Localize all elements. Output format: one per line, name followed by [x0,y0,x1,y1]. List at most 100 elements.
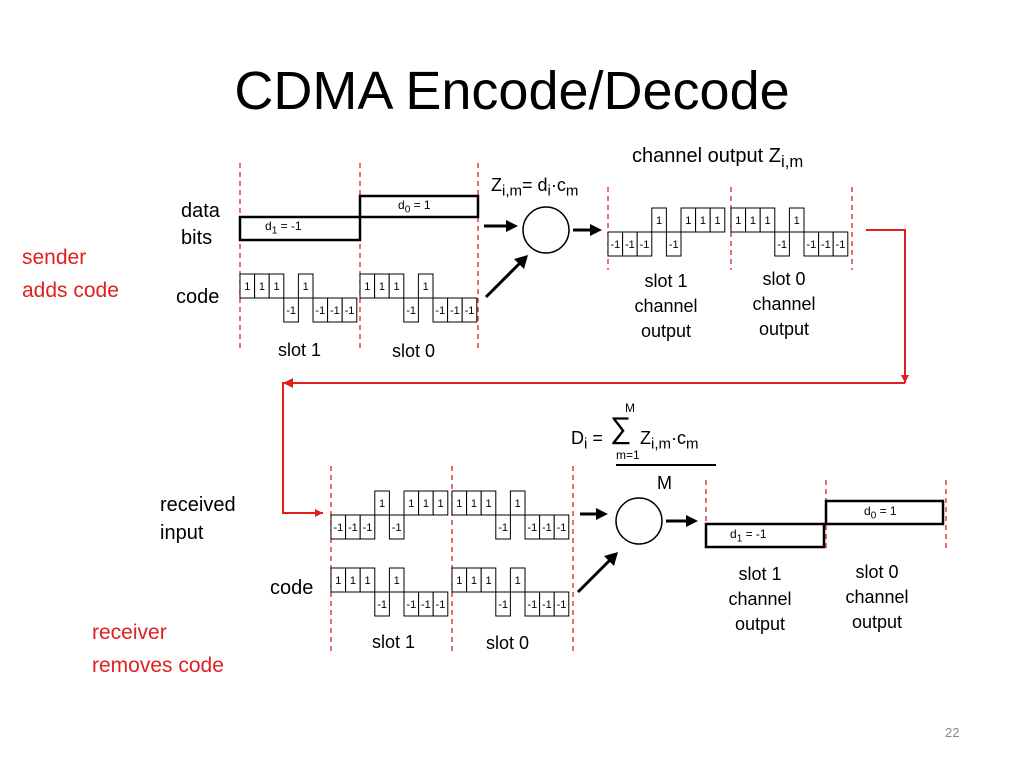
sender-bit-d0-subscript: 0 [404,204,411,216]
connector-left-arrowhead [283,378,293,388]
sender-code-slot1-chip-7 [341,297,358,323]
decode-equals: = [587,428,603,448]
channel-output-slot1-chip-7 [709,207,726,233]
receiver-code-to-multiplier-arrow [576,558,612,594]
page-title: CDMA Encode/Decode [234,61,790,121]
receiver-slot1-output-label: slot 1 channel output [710,562,810,638]
receiver-code-slot0-chip-label-3: -1 [498,599,508,611]
receiver-code-slot0-chip-3 [495,591,511,617]
receiver-code-slot1-chip-label-1: 1 [350,575,356,587]
receiver-slot0-output-line2: channel [845,587,909,608]
received-slot0-chip-label-2: 1 [485,498,491,510]
receiver-code-slot1-chip-label-5: -1 [406,599,416,611]
slot1-output-line1: slot 1 [644,271,688,291]
sender-code-slot1-chip-label-1: 1 [259,281,265,293]
sender-code-slot0-chip-label-2: 1 [393,281,399,293]
receiver-bit-d1-box [704,522,826,549]
received-slot0-chip-label-3: -1 [498,522,508,534]
receiver-bit-d0-subscript: 0 [870,510,877,522]
channel-output-slot1-chip-label-5: 1 [685,215,691,227]
receiver-slot1-output-line1: slot 1 [738,564,782,584]
received-slot1-chip-label-6: 1 [423,498,429,510]
sum-lower-limit: m=1 [616,448,640,462]
received-slot1-chip-label-7: 1 [437,498,443,510]
receiver-code-slot1-chip-3 [374,591,390,617]
sender-bit-d0-box [358,194,480,219]
channel-output-slot0-chip-7 [832,231,849,257]
sender-code-slot0-chip-label-0: 1 [364,281,370,293]
data-to-multiplier-arrowhead [506,220,518,232]
sender-code-slot0-chip-7 [461,297,478,323]
sender-code-slot1-chip-label-5: -1 [315,305,325,317]
receiver-slot0-output-label: slot 0 channel output [827,560,927,636]
channel-output-subscript: i,m [781,152,804,171]
sender-code-slot1-chip-label-7: -1 [345,305,355,317]
multiplier-to-channel-arrowhead [590,224,602,236]
received-input-label: received input [160,491,236,547]
sender-bit-d0-value: = 1 [410,198,431,212]
received-slot1-chip-label-3: 1 [379,498,385,510]
channel-output-slot0-chip-label-6: -1 [821,239,831,251]
receiver-code-label: code [270,577,314,599]
formula-dot: · [550,175,557,195]
channel-output-slot1-chip-label-7: 1 [714,215,720,227]
channel-output-slot1-chip-2 [636,231,653,257]
receiver-code-slot0-chip-label-2: 1 [485,575,491,587]
sender-code-slot0-chip-2 [388,273,405,299]
received-slot0-chip-4 [509,490,526,516]
receiver-code-slot0-chip-label-0: 1 [456,575,462,587]
page-number: 22 [945,725,960,740]
decode-c-subscript: m [686,435,699,453]
code-to-multiplier-arrow [484,261,522,299]
data-bits-label-line1: data [181,200,220,222]
channel-output-slot0-chip-label-5: -1 [806,239,816,251]
multiplier-to-output-arrowhead [686,515,698,527]
sender-code-slot1-chip-3 [283,297,299,323]
received-input-line2: input [160,522,204,544]
receiver-slot1-output-line3: output [734,614,786,635]
received-slot0-chip-label-7: -1 [557,522,567,534]
sum-upper-limit: M [625,401,635,415]
sender-code-slot0-chip-label-3: -1 [406,305,416,317]
sender-label: sender adds code [22,242,119,307]
slot1-output-line2: channel [634,296,698,317]
sender-bit-d1-label: d1 = -1 [265,219,302,236]
receiver-code-slot1-chip-4 [388,567,405,593]
channel-output-slot0-chip-3 [774,231,790,257]
channel-output-slot0-chip-label-1: 1 [750,215,756,227]
received-slot0-chip-2 [480,490,497,516]
channel-output-slot1-chip-label-3: 1 [656,215,662,227]
sender-slot1-label: slot 1 [278,340,322,360]
decode-d-subscript: i [584,435,588,453]
formula-c: c [556,175,566,195]
receiver-label-line2: removes code [92,653,224,677]
formula-d-subscript: i [547,182,551,200]
received-slot0-chip-3 [495,514,511,540]
slot0-output-line3: output [758,319,810,340]
receiver-bit-d1-symbol: d [730,527,737,541]
receiver-code-slot0-chip-4 [509,567,526,593]
decode-d: D [571,428,584,448]
sender-code-slot0-chip-3 [403,297,419,323]
channel-output-slot1-chip-label-4: -1 [669,239,679,251]
slot0-channel-output-label: slot 0 channel output [734,267,834,343]
channel-output-slot1-chip-label-2: -1 [640,239,650,251]
received-to-multiplier-arrowhead [596,508,608,520]
sender-code-slot1-chip-label-3: -1 [286,305,296,317]
receiver-code-slot0-chip-label-7: -1 [557,599,567,611]
decode-z-subscript: i,m [651,435,671,453]
sender-code-label: code [176,286,220,308]
received-slot1-chip-4 [388,514,405,540]
sender-code-slot1-chip-label-0: 1 [244,281,250,293]
receiver-slot0-output-line3: output [851,612,903,633]
sender-label-line1: sender [22,246,87,269]
channel-output-slot0-chip-label-7: -1 [836,239,846,251]
receiver-label-line1: receiver [92,621,167,644]
sender-code-slot1-chip-label-4: 1 [303,281,309,293]
receiver-code-slot1-chip-label-3: -1 [377,599,387,611]
sender-code-slot1-chip-label-2: 1 [273,281,279,293]
